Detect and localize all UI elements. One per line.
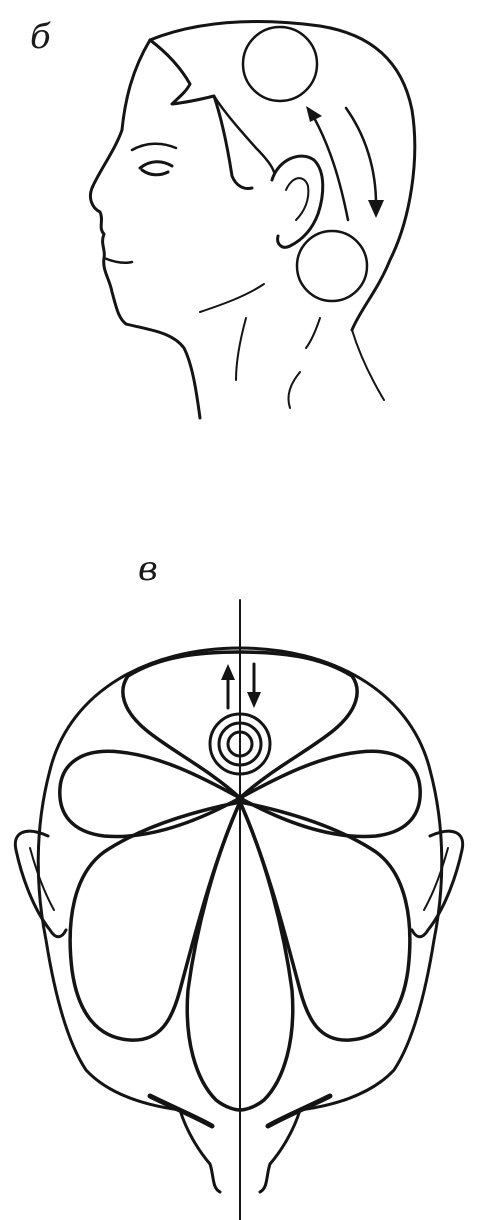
left-upper-zone bbox=[60, 751, 240, 836]
right-upper-zone bbox=[240, 751, 420, 836]
top-view-diagram: в bbox=[0, 540, 478, 1220]
neck-line bbox=[236, 318, 246, 380]
profile-head-drawing bbox=[0, 0, 478, 440]
right-neck-muscle bbox=[268, 1096, 330, 1126]
ear bbox=[272, 156, 323, 247]
arrow-up-head bbox=[306, 106, 322, 122]
left-lower-zone bbox=[70, 802, 240, 1040]
arrow-down-head bbox=[368, 200, 384, 218]
eye bbox=[140, 162, 172, 175]
right-lower-zone bbox=[240, 802, 410, 1040]
arrow-down-head bbox=[247, 692, 261, 708]
hairline-front bbox=[150, 40, 252, 189]
left-neck-muscle bbox=[150, 1096, 212, 1126]
profile-diagram: б bbox=[0, 0, 478, 440]
neck-back bbox=[352, 330, 384, 400]
collar-line bbox=[288, 372, 300, 408]
jaw-line bbox=[200, 284, 264, 312]
left-ear bbox=[15, 831, 66, 937]
face-outline bbox=[90, 40, 200, 418]
top-head-drawing bbox=[0, 540, 478, 1220]
lower-circle bbox=[297, 231, 367, 301]
arrow-down-curve bbox=[346, 108, 376, 204]
shoulder-line bbox=[306, 318, 320, 348]
arrow-up-head bbox=[221, 664, 235, 680]
upper-circle bbox=[243, 27, 317, 101]
mouth bbox=[104, 258, 132, 263]
eyebrow bbox=[132, 144, 176, 150]
ear-inner bbox=[286, 178, 308, 220]
